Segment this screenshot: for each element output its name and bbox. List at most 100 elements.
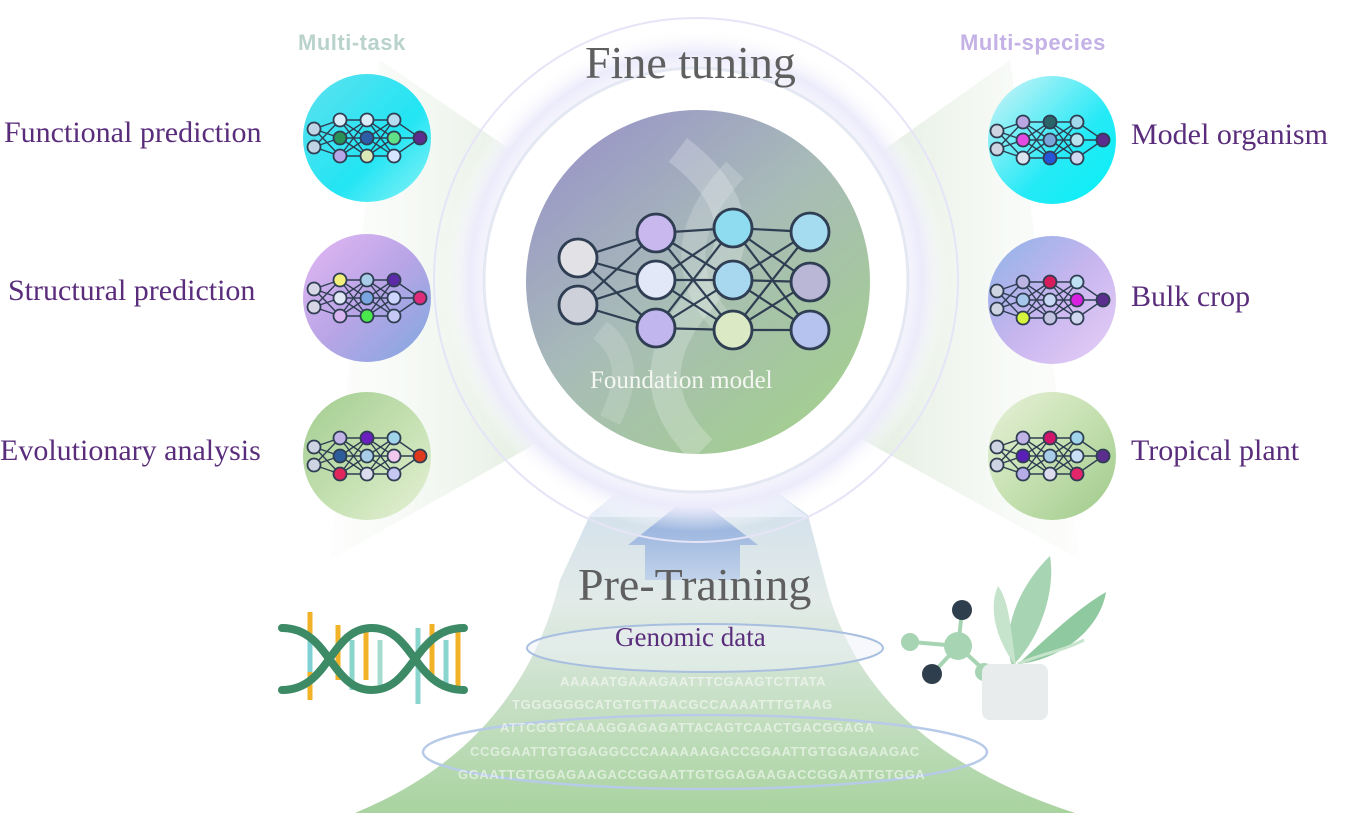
network-node	[1042, 150, 1058, 166]
fine-tuning-outer-ring	[433, 17, 959, 543]
network-node	[332, 112, 348, 128]
arrow-inner	[628, 494, 758, 580]
network-node	[412, 290, 428, 306]
network-node	[789, 309, 831, 351]
network-node	[306, 281, 322, 297]
foundation-network	[557, 207, 831, 351]
network-node	[712, 309, 754, 351]
network-node	[332, 430, 348, 446]
network-node	[712, 207, 754, 249]
network-node	[1015, 150, 1031, 166]
network-node	[332, 448, 348, 464]
network-node	[306, 139, 322, 155]
network-node	[989, 141, 1005, 157]
fine-tuning-title: Fine tuning	[585, 37, 796, 88]
species-circle-bulk-crop	[988, 236, 1116, 364]
network-node	[332, 130, 348, 146]
network-node	[1015, 114, 1031, 130]
network-node	[386, 112, 402, 128]
network-node	[1069, 292, 1085, 308]
network-node	[1042, 310, 1058, 326]
network-node	[412, 448, 428, 464]
network-node	[1069, 132, 1085, 148]
foundation-model-label: Foundation model	[590, 367, 773, 394]
task-circle-evolutionary	[303, 392, 431, 520]
network-node	[1069, 448, 1085, 464]
genomic-disk-lower	[421, 713, 989, 791]
network-node	[1042, 132, 1058, 148]
network-node	[332, 272, 348, 288]
genomic-data-label: Genomic data	[615, 622, 766, 652]
network-node	[359, 448, 375, 464]
network-node	[1069, 466, 1085, 482]
network-node	[412, 130, 428, 146]
multi-task-header: Multi-task	[298, 30, 406, 55]
network-node	[1069, 274, 1085, 290]
network-node	[1015, 274, 1031, 290]
network-node	[1069, 114, 1085, 130]
network-node	[359, 430, 375, 446]
network-node	[1095, 292, 1111, 308]
network-node	[359, 148, 375, 164]
network-node	[386, 430, 402, 446]
task-label-evolutionary: Evolutionary analysis	[0, 434, 261, 467]
network-node	[1015, 448, 1031, 464]
network-node	[306, 457, 322, 473]
network-node	[989, 439, 1005, 455]
network-node	[635, 259, 677, 301]
network-node	[386, 448, 402, 464]
pre-training-arrow	[355, 430, 1075, 813]
species-label-model-organism: Model organism	[1131, 118, 1328, 151]
network-node	[1095, 448, 1111, 464]
network-node	[386, 290, 402, 306]
network-node	[635, 212, 677, 254]
network-node	[635, 307, 677, 349]
task-circle-functional	[303, 74, 431, 202]
species-label-bulk-crop: Bulk crop	[1131, 280, 1251, 313]
network-node	[1095, 132, 1111, 148]
network-node	[386, 148, 402, 164]
network-node	[332, 466, 348, 482]
network-node	[1015, 430, 1031, 446]
network-node	[1042, 448, 1058, 464]
network-node	[332, 148, 348, 164]
foundation-model-circle	[520, 104, 876, 460]
network-node	[359, 272, 375, 288]
network-node	[306, 439, 322, 455]
network-node	[306, 121, 322, 137]
network-node	[386, 308, 402, 324]
task-label-structural: Structural prediction	[8, 274, 256, 307]
sequence-line: AAAAATGAAAGAATTTCGAAGTCTTATA	[560, 674, 827, 689]
network-node	[359, 112, 375, 128]
multi-species-header: Multi-species	[960, 30, 1106, 55]
network-node	[1015, 132, 1031, 148]
sequence-line: TGGGGGGCATGTGTTAACGCCAAAATTTGTAAG	[512, 697, 833, 712]
network-node	[1069, 430, 1085, 446]
network-node	[332, 308, 348, 324]
network-node	[1042, 274, 1058, 290]
network-node	[359, 290, 375, 306]
network-node	[359, 308, 375, 324]
plant-molecule-icon	[901, 556, 1106, 720]
network-node	[1015, 292, 1031, 308]
network-node	[359, 130, 375, 146]
network-node	[1042, 466, 1058, 482]
network-node	[557, 237, 599, 279]
dna-icon	[278, 612, 468, 704]
network-node	[712, 259, 754, 301]
species-circle-model-organism	[988, 76, 1116, 204]
sequence-line: GGAATTGTGGAGAAGACCGGAATTGTGGAGAAGACCGGAA…	[458, 767, 926, 782]
species-label-tropical-plant: Tropical plant	[1131, 434, 1300, 467]
network-node	[989, 457, 1005, 473]
network-node	[989, 283, 1005, 299]
network-node	[1042, 430, 1058, 446]
pre-training-title: Pre-Training	[578, 559, 812, 610]
network-node	[989, 123, 1005, 139]
network-node	[386, 466, 402, 482]
network-node	[1069, 310, 1085, 326]
network-node	[306, 299, 322, 315]
network-node	[359, 466, 375, 482]
network-node	[1042, 114, 1058, 130]
